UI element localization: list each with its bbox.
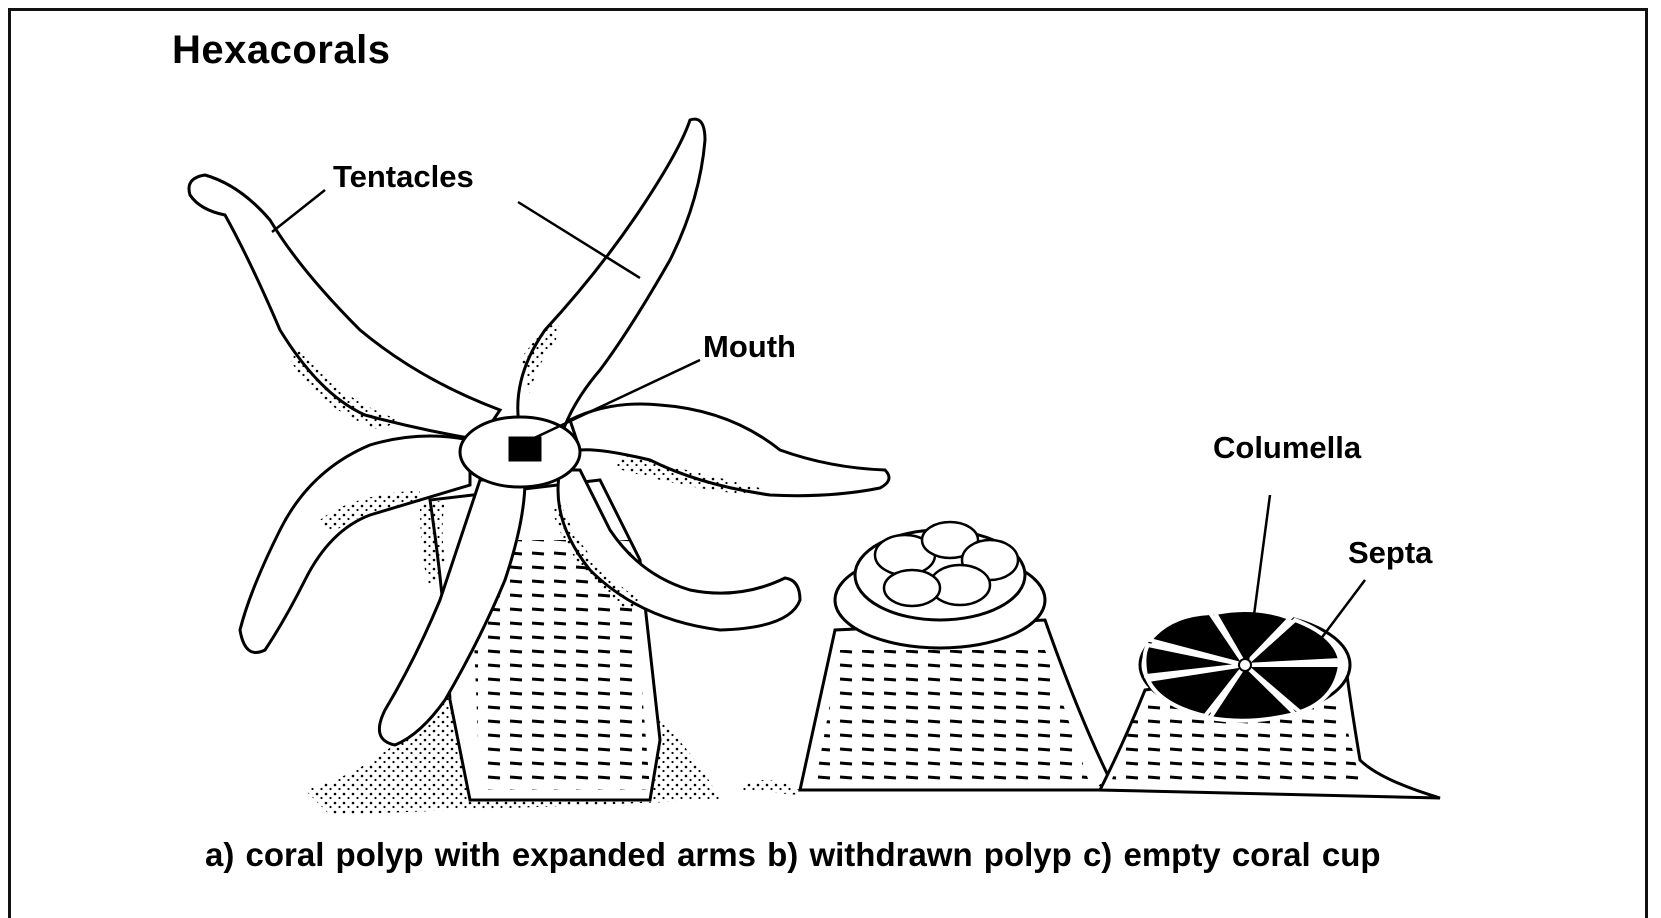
septa-leader <box>1320 580 1365 640</box>
figure-caption: a) coral polyp with expanded arms b) wit… <box>205 836 1381 874</box>
expanded-polyp <box>189 119 889 815</box>
withdrawn-polyp-texture <box>815 650 1090 785</box>
mouth-opening <box>510 438 540 460</box>
withdrawn-polyp <box>740 522 1120 795</box>
tentacles-leader-left <box>272 190 325 232</box>
tentacle-upright <box>518 119 705 440</box>
label-columella: Columella <box>1213 430 1362 465</box>
label-mouth: Mouth <box>703 329 796 364</box>
label-septa: Septa <box>1348 535 1433 570</box>
empty-coral-cup <box>1100 610 1440 798</box>
columella-center <box>1239 659 1251 671</box>
label-tentacles: Tentacles <box>333 159 474 194</box>
